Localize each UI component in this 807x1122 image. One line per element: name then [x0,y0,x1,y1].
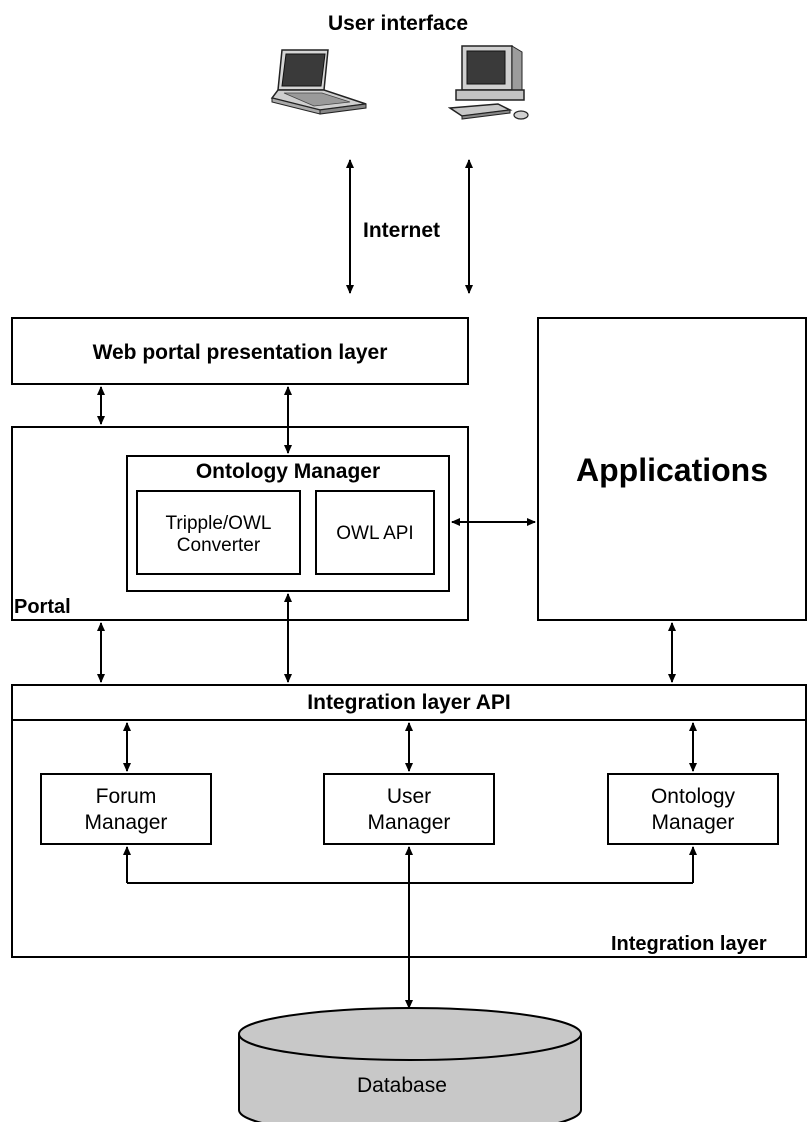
tripple-owl-converter: Tripple/OWL Converter [136,490,301,575]
owl-api: OWL API [315,490,435,575]
user-manager-line1: User [386,785,432,808]
forum-manager-line2: Manager [84,811,168,834]
web-portal-presentation-layer: Web portal presentation layer [11,317,469,385]
forum-manager-line1: Forum [95,785,157,808]
user-manager-line2: Manager [367,811,451,834]
database-label: Database [357,1074,447,1097]
laptop-icon [270,49,367,115]
applications-label: Applications [575,452,768,488]
converter-line1: Tripple/OWL [165,513,272,534]
portal-label: Portal [14,596,71,618]
database-cylinder [238,1007,582,1122]
integration-layer-label: Integration layer [611,933,767,955]
desktop-computer-icon [448,45,529,120]
applications-box: Applications [537,317,807,621]
integration-ontology-manager: Ontology Manager [607,773,779,845]
integration-api-label: Integration layer API [307,691,511,714]
user-interface-title: User interface [328,12,469,35]
web-portal-label: Web portal presentation layer [92,341,388,364]
converter-line2: Converter [176,535,261,556]
ontology-manager-line1: Ontology [650,785,736,808]
integration-layer-api: Integration layer API [11,684,807,721]
forum-manager: Forum Manager [40,773,212,845]
portal-ontology-manager-title: Ontology Manager [195,460,381,483]
ontology-manager-line2: Manager [651,811,735,834]
owl-api-label: OWL API [336,523,414,544]
user-manager: User Manager [323,773,495,845]
internet-label: Internet [363,219,441,242]
